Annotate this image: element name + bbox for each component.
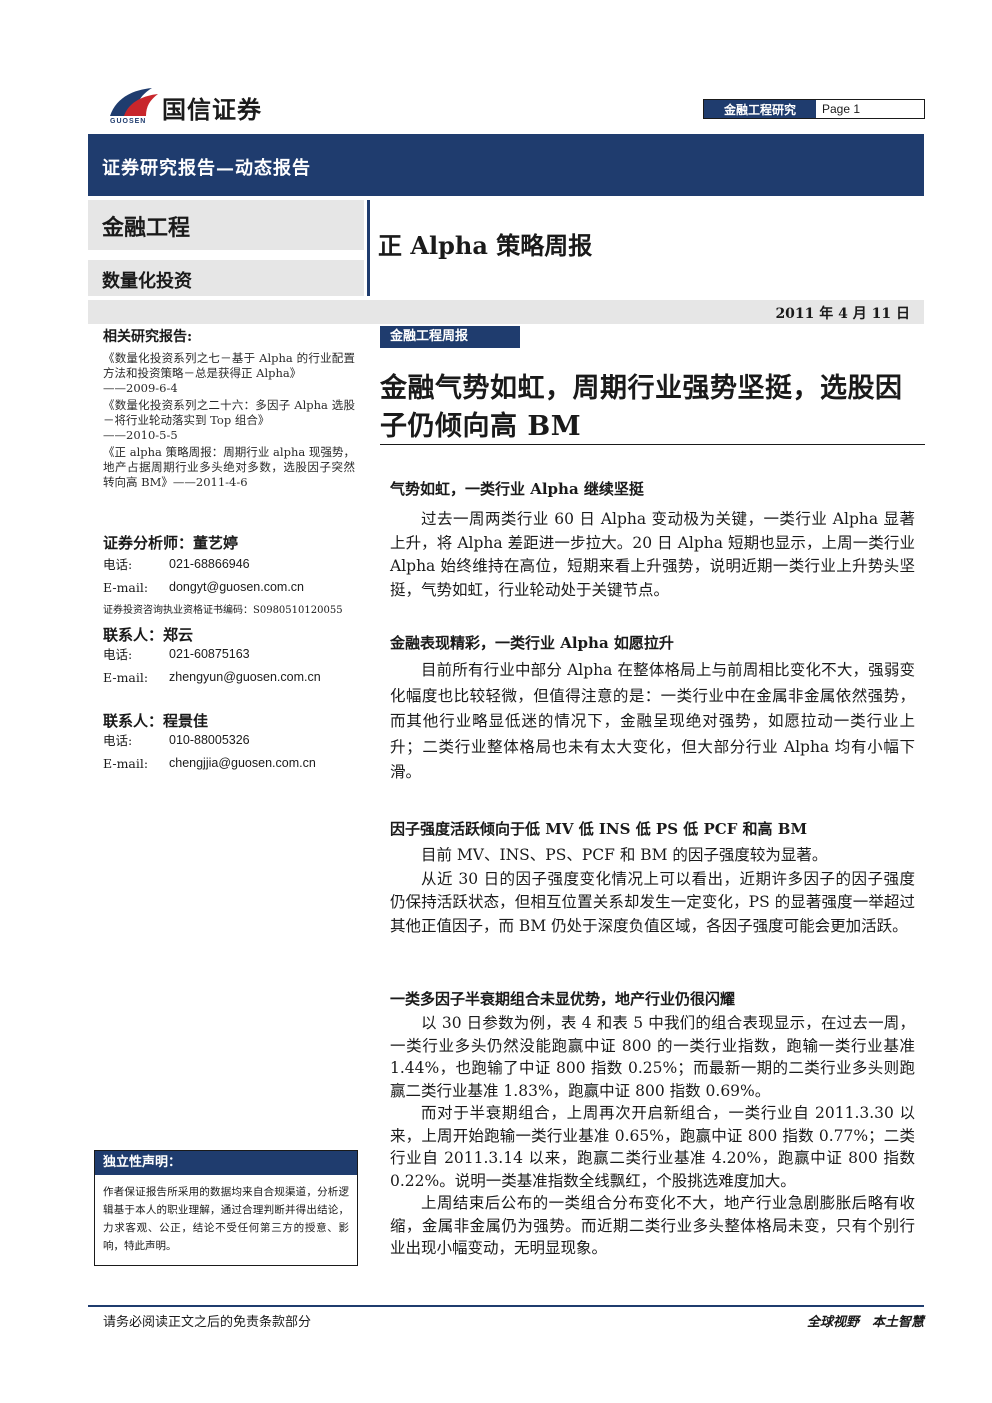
- banner-text: 证券研究报告—动态报告: [102, 158, 311, 179]
- dept-label: 金融工程研究: [704, 100, 816, 118]
- paragraph: 过去一周两类行业 60 日 Alpha 变动极为关键，一类行业 Alpha 显著…: [390, 510, 915, 599]
- paragraph: 目前 MV、INS、PS、PCF 和 BM 的因子强度较为显著。: [421, 846, 828, 864]
- report-title: 正 Alpha 策略周报: [378, 231, 593, 260]
- section-heading: 因子强度活跃倾向于低 MV 低 INS 低 PS 低 PCF 和高 BM: [390, 820, 808, 838]
- logo-mark-icon: [110, 88, 158, 116]
- contact1-email: E-mail:zhengyun@guosen.com.cn: [103, 670, 321, 685]
- footer-disclaimer-note: 请务必阅读正文之后的免责条款部分: [103, 1315, 312, 1330]
- cert-number: 证券投资咨询执业资格证书编码：S0980510120055: [103, 605, 343, 616]
- related-reports: 相关研究报告: 《数量化投资系列之七－基于 Alpha 的行业配置方法和投资策略…: [103, 330, 355, 490]
- date-bar: 2011 年 4 月 11 日: [88, 300, 924, 324]
- paragraph: 上周结束后公布的一类组合分布变化不大，地产行业急剧膨胀后略有收缩，金属非金属仍为…: [390, 1194, 915, 1257]
- contact-1: 联系人：郑云 电话:021-60875163 E-mail:zhengyun@g…: [103, 628, 355, 689]
- subcategory-label: 数量化投资: [102, 271, 192, 292]
- section-body: 过去一周两类行业 60 日 Alpha 变动极为关键，一类行业 Alpha 显著…: [390, 508, 915, 602]
- analyst-email: E-mail:dongyt@guosen.com.cn: [103, 580, 304, 595]
- analyst-block: 证券分析师：董艺婷 电话:021-68866946 E-mail:dongyt@…: [103, 536, 355, 618]
- contact1-label: 联系人：郑云: [103, 626, 194, 644]
- category-box: 金融工程: [88, 200, 364, 250]
- independence-disclaimer: 独立性声明： 作者保证报告所采用的数据均来自合规渠道，分析逻辑基于本人的职业理解…: [94, 1150, 358, 1266]
- paragraph: 从近 30 日的因子强度变化情况上可以看出，近期许多因子的因子强度仍保持活跃状态…: [390, 869, 915, 935]
- contact-2: 联系人：程景佳 电话:010-88005326 E-mail:chengjjia…: [103, 714, 355, 775]
- footer-rule: [88, 1305, 924, 1307]
- headline: 金融气势如虹，周期行业强势坚挺，选股因子仍倾向高 BM: [380, 373, 903, 442]
- headline-rule: [380, 444, 925, 445]
- report-type-banner: 证券研究报告—动态报告: [88, 134, 924, 196]
- category-label: 金融工程: [102, 215, 191, 241]
- report-date: 2011 年 4 月 11 日: [775, 306, 910, 322]
- page-tag: 金融工程研究 Page 1: [703, 99, 925, 119]
- paragraph: 而对于半衰期组合，上周再次开启新组合，一类行业自 2011.3.30 以来，上周…: [390, 1104, 915, 1190]
- footer-slogan: 全球视野 本土智慧: [806, 1315, 924, 1330]
- guosen-logo: 国信证券 GUOSEN: [104, 84, 304, 130]
- contact2-label: 联系人：程景佳: [103, 712, 209, 730]
- section-body: 目前 MV、INS、PS、PCF 和 BM 的因子强度较为显著。 从近 30 日…: [390, 844, 915, 938]
- disclaimer-body: 作者保证报告所采用的数据均来自合规渠道，分析逻辑基于本人的职业理解，通过合理判断…: [103, 1186, 349, 1252]
- related-item: 《数量化投资系列之七－基于 Alpha 的行业配置方法和投资策略－总是获得正 A…: [103, 351, 355, 395]
- section-tag: 金融工程周报: [380, 326, 520, 348]
- disclaimer-title: 独立性声明：: [95, 1151, 357, 1175]
- related-item: 《正 alpha 策略周报：周期行业 alpha 现强势，地产占据周期行业多头绝…: [103, 445, 355, 489]
- contact1-phone: 电话:021-60875163: [103, 647, 250, 662]
- page-number: Page 1: [822, 102, 861, 116]
- paragraph: 以 30 日参数为例，表 4 和表 5 中我们的组合表现显示，在过去一周，一类行…: [390, 1014, 915, 1100]
- divider: [367, 200, 370, 296]
- related-label: 相关研究报告:: [103, 329, 193, 345]
- subcategory-box: 数量化投资: [88, 260, 364, 296]
- logo-english: GUOSEN: [110, 118, 147, 125]
- section-heading: 气势如虹，一类行业 Alpha 继续坚挺: [390, 480, 644, 498]
- section-heading: 金融表现精彩，一类行业 Alpha 如愿拉升: [390, 634, 674, 652]
- section-heading: 一类多因子半衰期组合未显优势，地产行业仍很闪耀: [390, 990, 736, 1008]
- paragraph: 目前所有行业中部分 Alpha 在整体格局上与前周相比变化不大，强弱变化幅度也比…: [390, 661, 915, 781]
- logo-text: 国信证券: [162, 95, 262, 124]
- analyst-phone: 电话:021-68866946: [103, 557, 250, 572]
- section-body: 目前所有行业中部分 Alpha 在整体格局上与前周相比变化不大，强弱变化幅度也比…: [390, 658, 915, 786]
- contact2-phone: 电话:010-88005326: [103, 733, 250, 748]
- contact2-email: E-mail:chengjjia@guosen.com.cn: [103, 756, 316, 771]
- section-body: 以 30 日参数为例，表 4 和表 5 中我们的组合表现显示，在过去一周，一类行…: [390, 1012, 915, 1260]
- analyst-label: 证券分析师：董艺婷: [103, 534, 239, 552]
- related-item: 《数量化投资系列之二十六：多因子 Alpha 选股－将行业轮动落实到 Top 组…: [103, 398, 355, 442]
